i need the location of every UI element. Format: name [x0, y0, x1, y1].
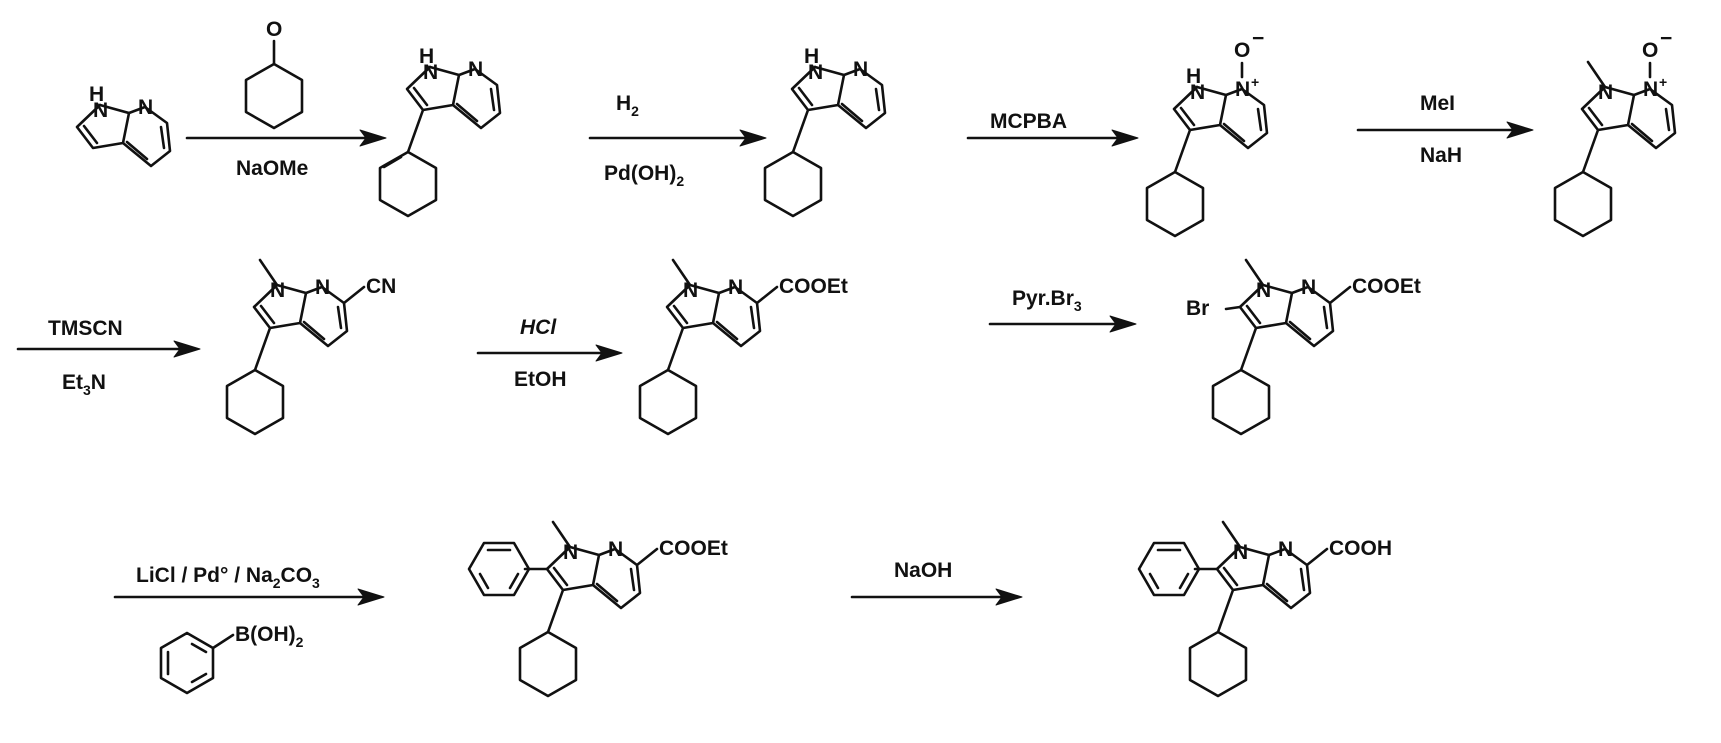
atom-label: N	[1190, 81, 1205, 104]
reaction-arrow-5	[18, 341, 200, 357]
atom-label: CN	[366, 275, 396, 298]
reagent-label: MCPBA	[990, 110, 1067, 133]
atom-label: COOH	[1329, 537, 1392, 560]
atom-label: COOEt	[779, 275, 848, 298]
reagent-label: TMSCN	[48, 317, 123, 340]
reaction-arrow-7	[990, 316, 1136, 332]
atom-label: N	[1256, 279, 1271, 302]
atom-label: N	[728, 276, 743, 299]
atom-label: N	[315, 276, 330, 299]
atom-label: Br	[1186, 297, 1209, 320]
atom-label: N	[423, 61, 438, 84]
nitrile-azaindole: N N CN	[227, 260, 396, 434]
atom-label: N	[138, 96, 153, 119]
reaction-arrow-6	[478, 345, 622, 361]
charge-label: +	[1659, 74, 1667, 90]
reaction-arrow-9	[852, 589, 1022, 605]
azaindole-start: H N N	[77, 83, 170, 166]
atom-label: N	[1235, 78, 1250, 101]
atom-label: O	[266, 18, 282, 41]
final-carboxylic-acid: N N COOH	[1139, 522, 1392, 696]
atom-label: O	[1234, 39, 1250, 62]
bromo-ester-azaindole: N N COOEt Br	[1186, 260, 1421, 434]
cyclohexanone-reagent: O	[246, 18, 302, 128]
reagent-label: H2	[616, 92, 639, 119]
atom-label: N	[1278, 538, 1293, 561]
charge-label: −	[1660, 27, 1672, 50]
charge-label: +	[1251, 74, 1259, 90]
reagent-label: Pd(OH)2	[604, 162, 684, 189]
reagent-label: Pyr.Br3	[1012, 287, 1082, 314]
charge-label: −	[1252, 27, 1264, 50]
phenylboronic-acid: B(OH)2	[161, 623, 304, 693]
reagent-label: HCl	[520, 316, 557, 339]
n-methyl-n-oxide: N N + O −	[1555, 27, 1675, 236]
reagent-label: NaH	[1420, 144, 1462, 167]
atom-label: N	[1233, 541, 1248, 564]
phenyl-ester-azaindole: N N COOEt	[469, 522, 728, 696]
reagent-label: EtOH	[514, 368, 567, 391]
atom-label: N	[270, 279, 285, 302]
atom-label: N	[93, 99, 108, 122]
atom-label: O	[1642, 39, 1658, 62]
reagent-label: NaOMe	[236, 157, 308, 180]
atom-label: COOEt	[659, 537, 728, 560]
reaction-arrow-1	[187, 130, 386, 146]
atom-label: N	[808, 61, 823, 84]
ethyl-ester-azaindole: N N COOEt	[640, 260, 848, 434]
reagent-label: Et3N	[62, 371, 106, 398]
atom-label: N	[1643, 78, 1658, 101]
reagent-label: B(OH)2	[235, 623, 304, 650]
reagent-label: LiCl / Pd° / Na2CO3	[136, 564, 320, 591]
reagent-label: NaOH	[894, 559, 952, 582]
atom-label: N	[1301, 276, 1316, 299]
atom-label: N	[853, 58, 868, 81]
cyclohexyl-azaindole: H N N	[765, 45, 885, 216]
reagent-label: MeI	[1420, 92, 1455, 115]
reaction-arrow-8	[115, 589, 384, 605]
atom-label: N	[608, 538, 623, 561]
azaindole-n-oxide: H N N + O −	[1147, 27, 1267, 236]
cyclohexenyl-azaindole: H N N	[380, 45, 500, 216]
atom-label: N	[563, 541, 578, 564]
atom-label: N	[1598, 81, 1613, 104]
atom-label: N	[468, 58, 483, 81]
reaction-arrow-4	[1358, 122, 1533, 138]
atom-label: COOEt	[1352, 275, 1421, 298]
atom-label: N	[683, 279, 698, 302]
reaction-arrow-2	[590, 130, 766, 146]
